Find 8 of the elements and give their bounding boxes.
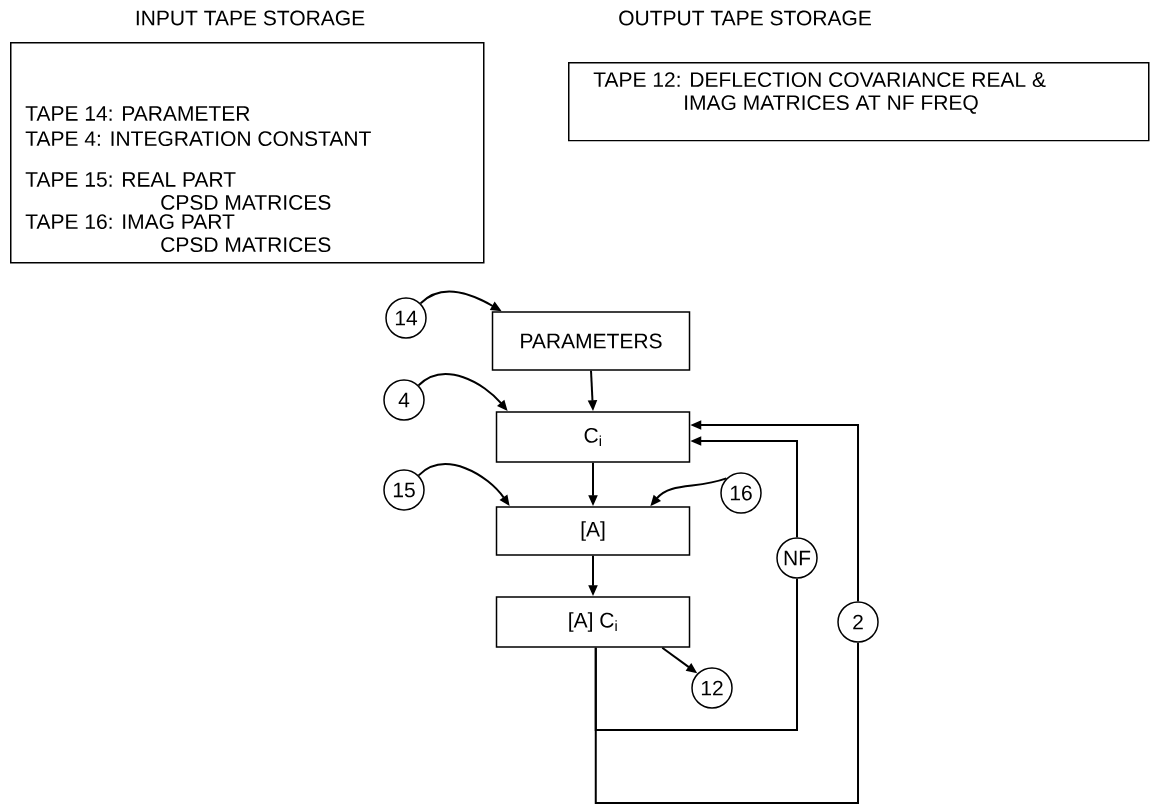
process-box: C$_{i}$ [495,411,691,463]
process-box: [A] C$_{i}$ [495,596,691,648]
process-box: [A] [495,506,691,556]
storage-box: INPUT TAPE STORAGE TAPE 14: PARAMETER TAPE 4: INTEGRATION CONSTANT TAPE 15: REAL PART CPSD MATRICES TAPE 16: IMAG PART CPSD MATRICES [10,10,485,264]
process-box: PARAMETERS [491,311,691,371]
node-label: OUTPUT TAPE STORAGE [619,10,871,26]
node-label: INPUT TAPE STORAGE [136,10,365,26]
storage-box: OUTPUT TAPE STORAGE TAPE 12: DEFLECTION COVARIANCE REAL & IMAG MATRICES AT NF FREQ [568,10,1150,142]
